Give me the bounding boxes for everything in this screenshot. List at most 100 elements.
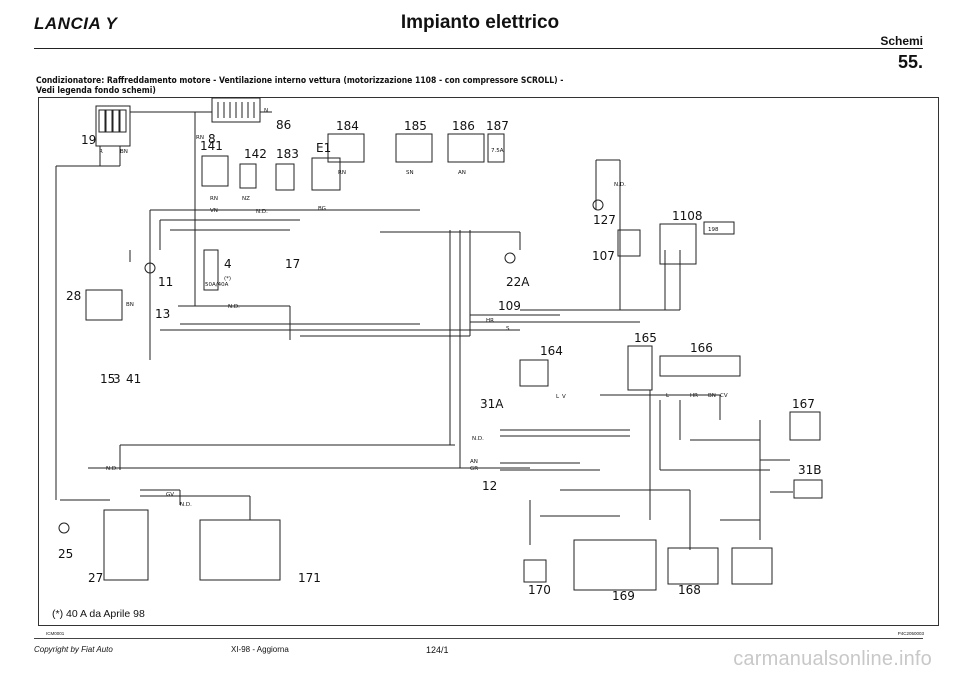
svg-text:S: S bbox=[506, 326, 510, 332]
component-198: 164 L V bbox=[519, 344, 566, 400]
svg-text:VN: VN bbox=[210, 208, 218, 214]
svg-text:1108: 1108 bbox=[672, 209, 703, 223]
svg-text:185: 185 bbox=[404, 119, 427, 133]
component-169: 168 bbox=[667, 547, 719, 597]
component-127: 107 bbox=[592, 229, 641, 263]
svg-text:187: 187 bbox=[486, 119, 509, 133]
component-109: 127 N.D. bbox=[592, 182, 626, 227]
svg-text:186: 186 bbox=[452, 119, 475, 133]
svg-text:142: 142 bbox=[244, 147, 267, 161]
figure-code-right: P4C2050003 bbox=[897, 631, 924, 636]
watermark: carmanualsonline.info bbox=[733, 648, 932, 670]
label-1108: 198 bbox=[703, 221, 735, 235]
svg-text:E1: E1 bbox=[316, 141, 331, 155]
svg-text:CV: CV bbox=[720, 393, 728, 399]
svg-text:(*): (*) bbox=[224, 276, 231, 282]
component-168 bbox=[731, 547, 773, 585]
svg-text:R: R bbox=[99, 149, 103, 155]
edition-text: XI-98 - Aggiorna bbox=[231, 645, 289, 654]
relay-187: E1 BG bbox=[311, 141, 341, 212]
component-25: 27 GV N.D. bbox=[88, 492, 192, 585]
svg-text:L: L bbox=[556, 394, 560, 400]
svg-text:N: N bbox=[264, 108, 268, 114]
svg-text:N.D.: N.D. bbox=[228, 304, 240, 310]
relay-141: 142 NZ bbox=[239, 147, 267, 202]
svg-text:107: 107 bbox=[592, 249, 615, 263]
ground-17: 22A bbox=[504, 252, 530, 289]
fuse-box-11: 50A/40A 4 (*) 17 N.D. bbox=[203, 249, 300, 310]
figure-code-left: ICM0001 bbox=[46, 631, 65, 636]
svg-text:BN: BN bbox=[708, 393, 716, 399]
header-rule bbox=[34, 48, 923, 49]
connector-31B: 31A N.D. bbox=[472, 397, 504, 442]
svg-text:7.5A: 7.5A bbox=[491, 148, 504, 154]
svg-text:15: 15 bbox=[100, 372, 115, 386]
section-number: 55. bbox=[897, 52, 923, 72]
svg-text:NZ: NZ bbox=[242, 196, 250, 202]
svg-text:41: 41 bbox=[126, 372, 141, 386]
svg-text:3: 3 bbox=[113, 372, 121, 386]
component-167: 31B bbox=[793, 463, 823, 499]
svg-text:183: 183 bbox=[276, 147, 299, 161]
component-19-fuse-block: 19 R BN bbox=[81, 105, 131, 155]
connector-22A: 109 HR S bbox=[486, 299, 521, 332]
component-165: 166 L HR BN CV bbox=[659, 341, 741, 399]
svg-text:V: V bbox=[562, 394, 566, 400]
svg-text:AN: AN bbox=[470, 459, 478, 465]
ground-13: 11 bbox=[144, 262, 173, 289]
connector-31A: 12 AN GR bbox=[470, 459, 497, 493]
brand-name: LANCIA Y bbox=[34, 14, 118, 33]
label-19: 19 bbox=[81, 133, 96, 147]
svg-text:11: 11 bbox=[158, 275, 173, 289]
svg-text:12: 12 bbox=[482, 479, 497, 493]
page-subtitle: Schemi bbox=[880, 34, 923, 48]
component-28: 13 BN bbox=[126, 302, 170, 321]
svg-text:25: 25 bbox=[58, 547, 73, 561]
footer-rule bbox=[34, 638, 923, 639]
svg-text:BN: BN bbox=[120, 149, 128, 155]
svg-text:AN: AN bbox=[458, 170, 466, 176]
svg-text:BG: BG bbox=[318, 206, 326, 212]
svg-text:N.D.: N.D. bbox=[614, 182, 626, 188]
svg-text:184: 184 bbox=[336, 119, 359, 133]
fuse-186: 187 7.5A bbox=[486, 119, 509, 163]
svg-text:N.D.: N.D. bbox=[106, 466, 118, 472]
svg-text:170: 170 bbox=[528, 583, 551, 597]
svg-text:BN: BN bbox=[126, 302, 134, 308]
page-title: Impianto elettrico bbox=[400, 12, 560, 33]
svg-text:50A/40A: 50A/40A bbox=[205, 282, 229, 288]
battery-8: 8 86 RN N bbox=[196, 97, 291, 146]
label-86: 86 bbox=[276, 118, 291, 132]
svg-text:27: 27 bbox=[88, 571, 103, 585]
svg-text:13: 13 bbox=[155, 307, 170, 321]
component-170: 169 bbox=[573, 539, 657, 603]
svg-text:31B: 31B bbox=[798, 463, 822, 477]
ground-41: 25 bbox=[58, 522, 73, 561]
svg-text:31A: 31A bbox=[480, 397, 504, 411]
component-164: 165 bbox=[627, 331, 657, 391]
svg-text:22A: 22A bbox=[506, 275, 530, 289]
svg-text:17: 17 bbox=[285, 257, 300, 271]
relay-185: 186 AN bbox=[447, 119, 485, 176]
component-166: 167 bbox=[789, 397, 821, 441]
relay-140: 141 RN VN bbox=[200, 139, 229, 214]
svg-text:GR: GR bbox=[470, 466, 478, 472]
svg-text:GV: GV bbox=[166, 492, 174, 498]
svg-text:4: 4 bbox=[224, 257, 232, 271]
svg-text:SN: SN bbox=[406, 170, 414, 176]
svg-text:171: 171 bbox=[298, 571, 321, 585]
svg-text:164: 164 bbox=[540, 344, 563, 358]
component-12-15-3: 15 3 41 N.D. bbox=[100, 372, 141, 472]
wiring bbox=[55, 111, 793, 550]
svg-text:L: L bbox=[666, 393, 670, 399]
relay-142: 183 N.D. bbox=[256, 147, 299, 215]
copyright-text: Copyright by Fiat Auto bbox=[34, 645, 113, 654]
label-8: 8 bbox=[208, 132, 216, 146]
svg-text:N.D.: N.D. bbox=[180, 502, 192, 508]
svg-text:127: 127 bbox=[593, 213, 616, 227]
component-27: 171 bbox=[199, 519, 321, 585]
svg-text:N.D.: N.D. bbox=[256, 209, 268, 215]
svg-text:RN: RN bbox=[338, 170, 346, 176]
svg-text:109: 109 bbox=[498, 299, 521, 313]
